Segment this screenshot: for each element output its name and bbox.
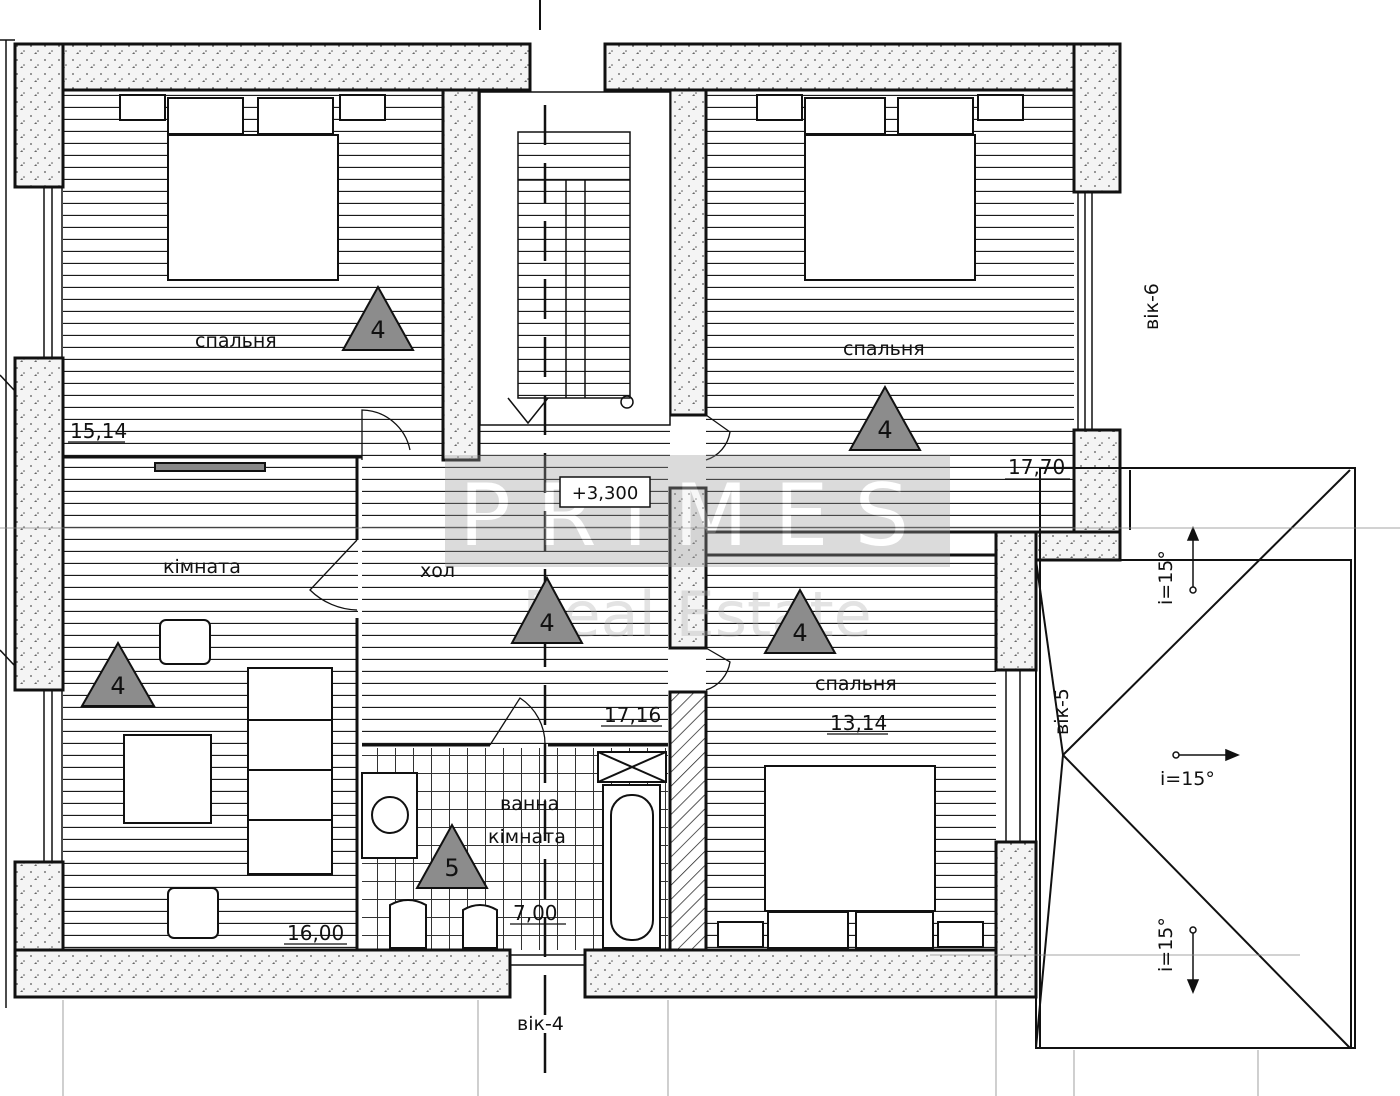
finish-markers [80,284,922,889]
window-tag-north-east: вік-6 [1141,283,1163,330]
slope-arrows [1172,526,1240,994]
slope-labels: i=15° i=15° i=15° [1155,550,1215,972]
finish-marker-labels: 4 4 4 4 4 5 [110,316,892,882]
bed-ne [804,134,976,281]
finish-num-bedroom-se: 4 [792,619,807,647]
window-frames [0,39,1093,1008]
furniture [119,94,1024,949]
window-tag-east: вік-5 [1051,688,1073,735]
hall-name: хол [420,560,455,582]
toilet-1 [389,899,427,949]
finish-marker-room-w [80,640,156,707]
finish-num-bedroom-ne: 4 [877,416,892,444]
slope-top: i=15° [1155,550,1177,605]
door-swings [309,409,731,746]
interior-walls [441,88,708,952]
exterior-walls [13,42,1122,999]
bedroom-nw-name: спальня [195,330,277,352]
bath-area: 7,00 [513,901,558,925]
room-w-name: кімната [163,556,241,578]
partitions [63,455,996,950]
finish-marker-bedroom-ne [848,384,922,451]
grid-lines [0,527,1400,1096]
room-w-area: 16,00 [287,921,344,945]
level-mark-text: +3,300 [572,483,639,504]
finish-num-room-w: 4 [110,672,125,700]
chair-bottom [167,887,219,939]
finish-marker-bedroom-se [763,587,837,654]
finish-marker-hall [510,575,584,644]
bed-se [764,765,936,912]
level-mark: +3,300 [559,476,651,508]
finish-marker-bath [415,822,489,889]
finish-marker-bedroom-nw [341,284,415,351]
finish-num-hall: 4 [539,609,554,637]
finish-num-bedroom-nw: 4 [370,316,385,344]
terrace-roof [1035,467,1356,1049]
slope-bottom: i=15° [1155,917,1177,972]
bath-name-line1: ванна [500,793,559,815]
toilet-2 [462,904,498,949]
window-tags: вік-6 вік-5 вік-4 [517,283,1163,1035]
bedroom-ne-name: спальня [843,338,925,360]
bedroom-se-name: спальня [815,673,897,695]
staircase [479,0,671,1080]
hall-area: 17,16 [604,703,661,727]
table [123,734,212,824]
tv-unit [154,462,266,472]
chair-top [159,619,211,665]
bedroom-se-area: 13,14 [830,711,887,735]
bath-name-line2: кімната [488,826,566,848]
room-labels: спальня 15,14 спальня 17,70 кімната 16,0… [70,330,1065,945]
area-underlines [68,441,1070,945]
bedroom-ne-area: 17,70 [1008,455,1065,479]
bedroom-nw-area: 15,14 [70,419,127,443]
window-tag-south: вік-4 [517,1013,564,1035]
finish-num-bath: 5 [444,854,459,882]
watermark-line1: PRIMES [459,466,935,566]
slope-middle: i=15° [1160,768,1215,790]
bed-nw [167,134,339,281]
